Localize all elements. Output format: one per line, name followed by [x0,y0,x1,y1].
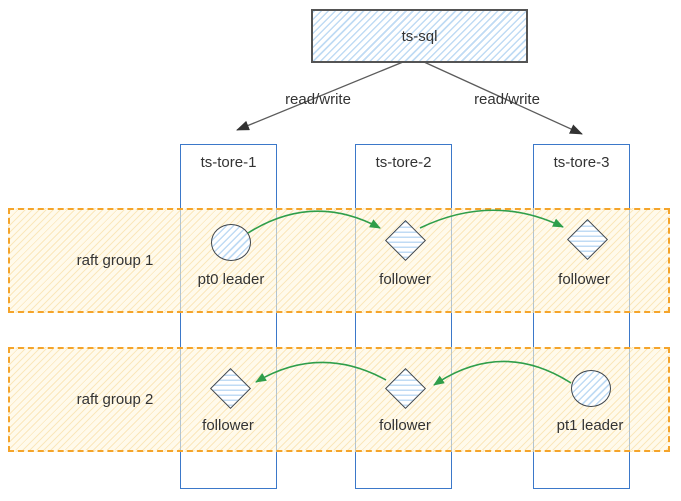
raft-group-2-label: raft group 2 [76,391,154,408]
leader-circle-pt1 [571,370,611,407]
store-node-label: ts-tore-2 [375,154,432,171]
node-label-pt0-leader: pt0 leader [197,271,265,288]
store-node-label: ts-tore-1 [200,154,257,171]
node-label-g1-follower-store3: follower [558,271,610,288]
node-label-pt1-leader: pt1 leader [556,417,624,434]
raft-group-1-band: raft group 1 [8,208,670,313]
read-write-label-right: read/write [474,91,540,108]
node-label-g2-follower-store2: follower [379,417,431,434]
raft-group-2-band: raft group 2 [8,347,670,452]
store-node-label: ts-tore-3 [553,154,610,171]
leader-circle-pt0 [211,224,251,261]
ts-sql-node: ts-sql [311,9,528,63]
node-label-g2-follower-store1: follower [202,417,254,434]
node-label-g1-follower-store2: follower [379,271,431,288]
ts-sql-label: ts-sql [401,27,438,45]
raft-group-1-label: raft group 1 [76,252,154,269]
read-write-label-left: read/write [285,91,351,108]
